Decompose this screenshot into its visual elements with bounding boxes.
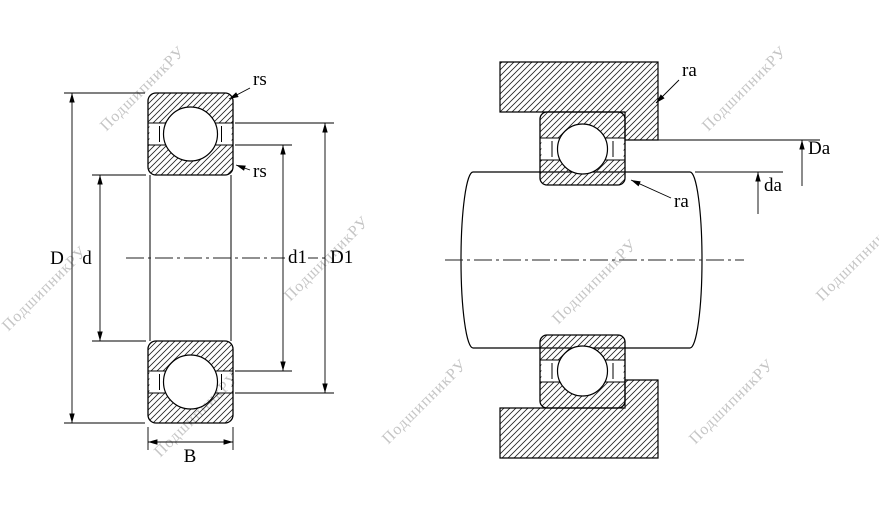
bearing-upper-section: [147, 92, 234, 176]
dimension-label-d1: d1: [288, 247, 307, 268]
dimension-D: D: [50, 92, 145, 424]
dimension-D1: D1: [235, 122, 354, 394]
ball: [556, 345, 609, 397]
dimension-Da: Da: [658, 138, 831, 186]
callout-label-rs-inner: rs: [253, 161, 267, 182]
watermark-layer: ПодшипникРУ ПодшипникРУ ПодшипникРУ Подш…: [0, 43, 879, 461]
bearing-lower-section: [147, 340, 234, 424]
ball: [162, 106, 219, 162]
leader-line: [630, 179, 672, 199]
callout-label-rs-outer: rs: [253, 69, 267, 90]
callout-label-ra-housing: ra: [682, 60, 697, 81]
watermark-text: ПодшипникРУ: [699, 43, 791, 135]
watermark-text: ПодшипникРУ: [0, 243, 91, 335]
label-mask: [285, 249, 308, 266]
leader-line: [235, 164, 251, 171]
leader-line: [228, 87, 251, 100]
shaft: [460, 171, 703, 349]
dimension-label-B: B: [184, 446, 197, 467]
dimension-B: B: [147, 427, 234, 467]
watermark-text: ПодшипникРУ: [686, 356, 778, 448]
section-view: D d d1 D1 B: [50, 69, 356, 467]
ball: [556, 123, 609, 175]
callout-label-ra-shaft: ra: [674, 191, 689, 212]
callout-ra-shaft: ra: [630, 179, 689, 212]
callout-rs-inner: rs: [235, 161, 267, 182]
watermark-text: ПодшипникРУ: [379, 356, 471, 448]
dimension-label-Da: Da: [808, 138, 831, 159]
dimension-da: da: [695, 171, 783, 214]
bearing-upper-section: [539, 111, 626, 186]
dimension-d: d: [82, 174, 146, 342]
dimension-label-da: da: [764, 175, 783, 196]
callout-ra-housing: ra: [655, 60, 697, 104]
leader-line: [655, 79, 680, 104]
dimension-d1: d1: [235, 144, 308, 372]
watermark-text: ПодшипникРУ: [813, 213, 879, 305]
ball: [162, 354, 219, 410]
label-mask: [327, 249, 354, 266]
mounting-view: ra ra Da da: [445, 60, 831, 459]
bearing-lower-section: [539, 334, 626, 409]
dimension-label-D1: D1: [330, 247, 353, 268]
dimension-label-D: D: [50, 248, 64, 269]
dimension-label-d: d: [82, 248, 92, 269]
callout-rs-outer: rs: [228, 69, 267, 100]
